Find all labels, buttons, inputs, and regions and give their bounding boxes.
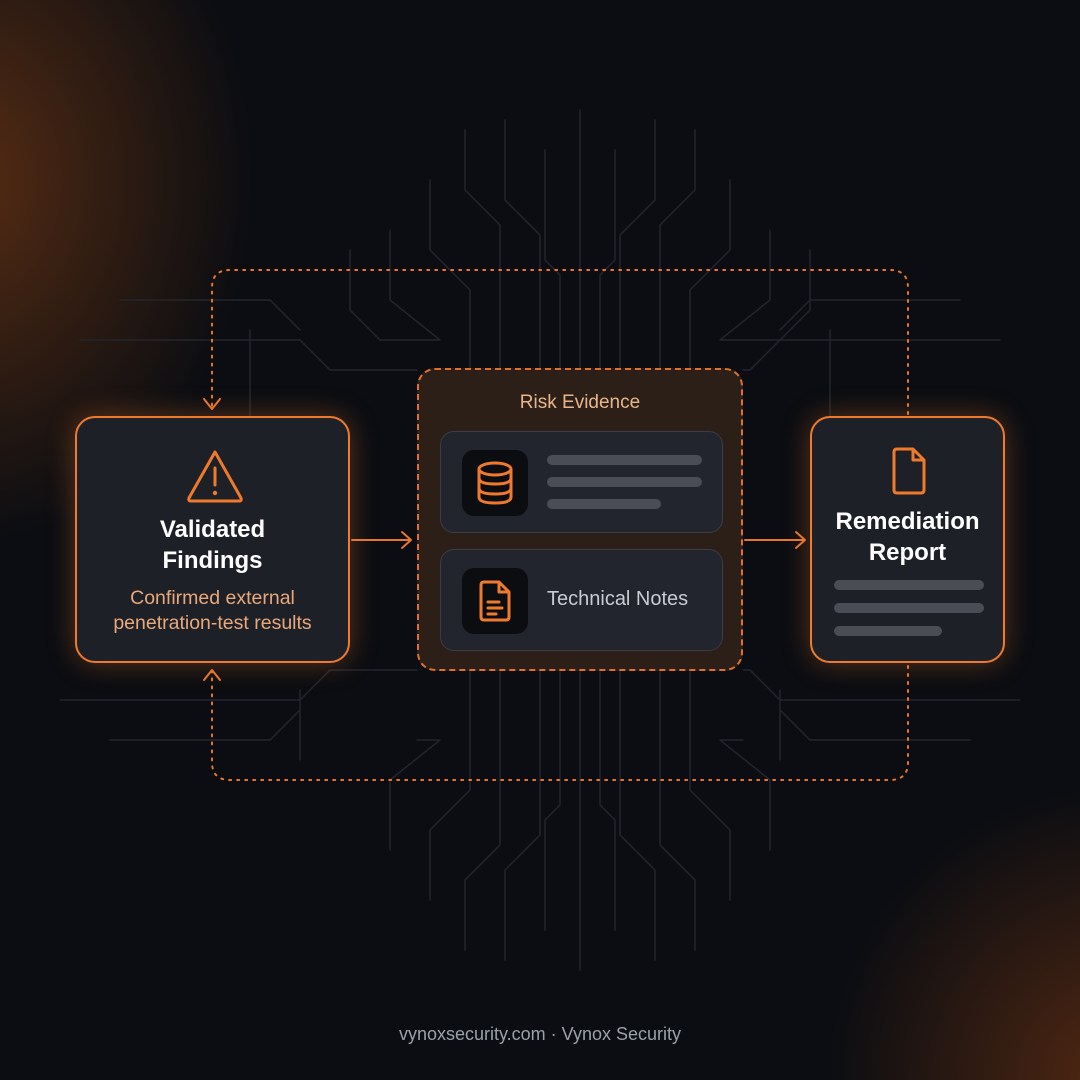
evidence-notes-card: Technical Notes xyxy=(440,549,723,651)
warning-triangle-icon xyxy=(187,450,243,503)
loop-bottom-connector xyxy=(211,665,909,781)
loop-bottom-arrowhead xyxy=(203,669,221,681)
database-icon xyxy=(477,461,513,505)
findings-title-line1: Validated xyxy=(159,516,266,543)
document-icon-box xyxy=(462,568,528,634)
placeholder-line xyxy=(834,626,942,636)
report-title-line1: Remediation xyxy=(835,508,980,535)
remediation-report-card: Remediation Report xyxy=(810,416,1005,663)
report-title-line2: Report xyxy=(868,539,947,566)
placeholder-line xyxy=(834,603,984,613)
database-icon-box xyxy=(462,450,528,516)
validated-findings-card: Validated Findings Confirmed external pe… xyxy=(75,416,350,663)
placeholder-line xyxy=(547,477,702,487)
evidence-database-card xyxy=(440,431,723,533)
document-icon xyxy=(479,580,511,622)
loop-top-arrowhead xyxy=(203,398,221,410)
placeholder-line xyxy=(834,580,984,590)
placeholder-line xyxy=(547,455,702,465)
findings-title-line2: Findings xyxy=(162,547,263,574)
risk-evidence-title: Risk Evidence xyxy=(519,392,641,413)
findings-description-line2: penetration-test results xyxy=(113,612,312,634)
risk-evidence-panel: Risk Evidence xyxy=(417,368,743,671)
placeholder-line xyxy=(547,499,661,509)
technical-notes-label: Technical Notes xyxy=(547,588,689,610)
file-icon xyxy=(892,447,926,495)
findings-description-line1: Confirmed external xyxy=(130,587,295,609)
footer-brand-text: vynoxsecurity.com · Vynox Security xyxy=(398,1024,682,1044)
